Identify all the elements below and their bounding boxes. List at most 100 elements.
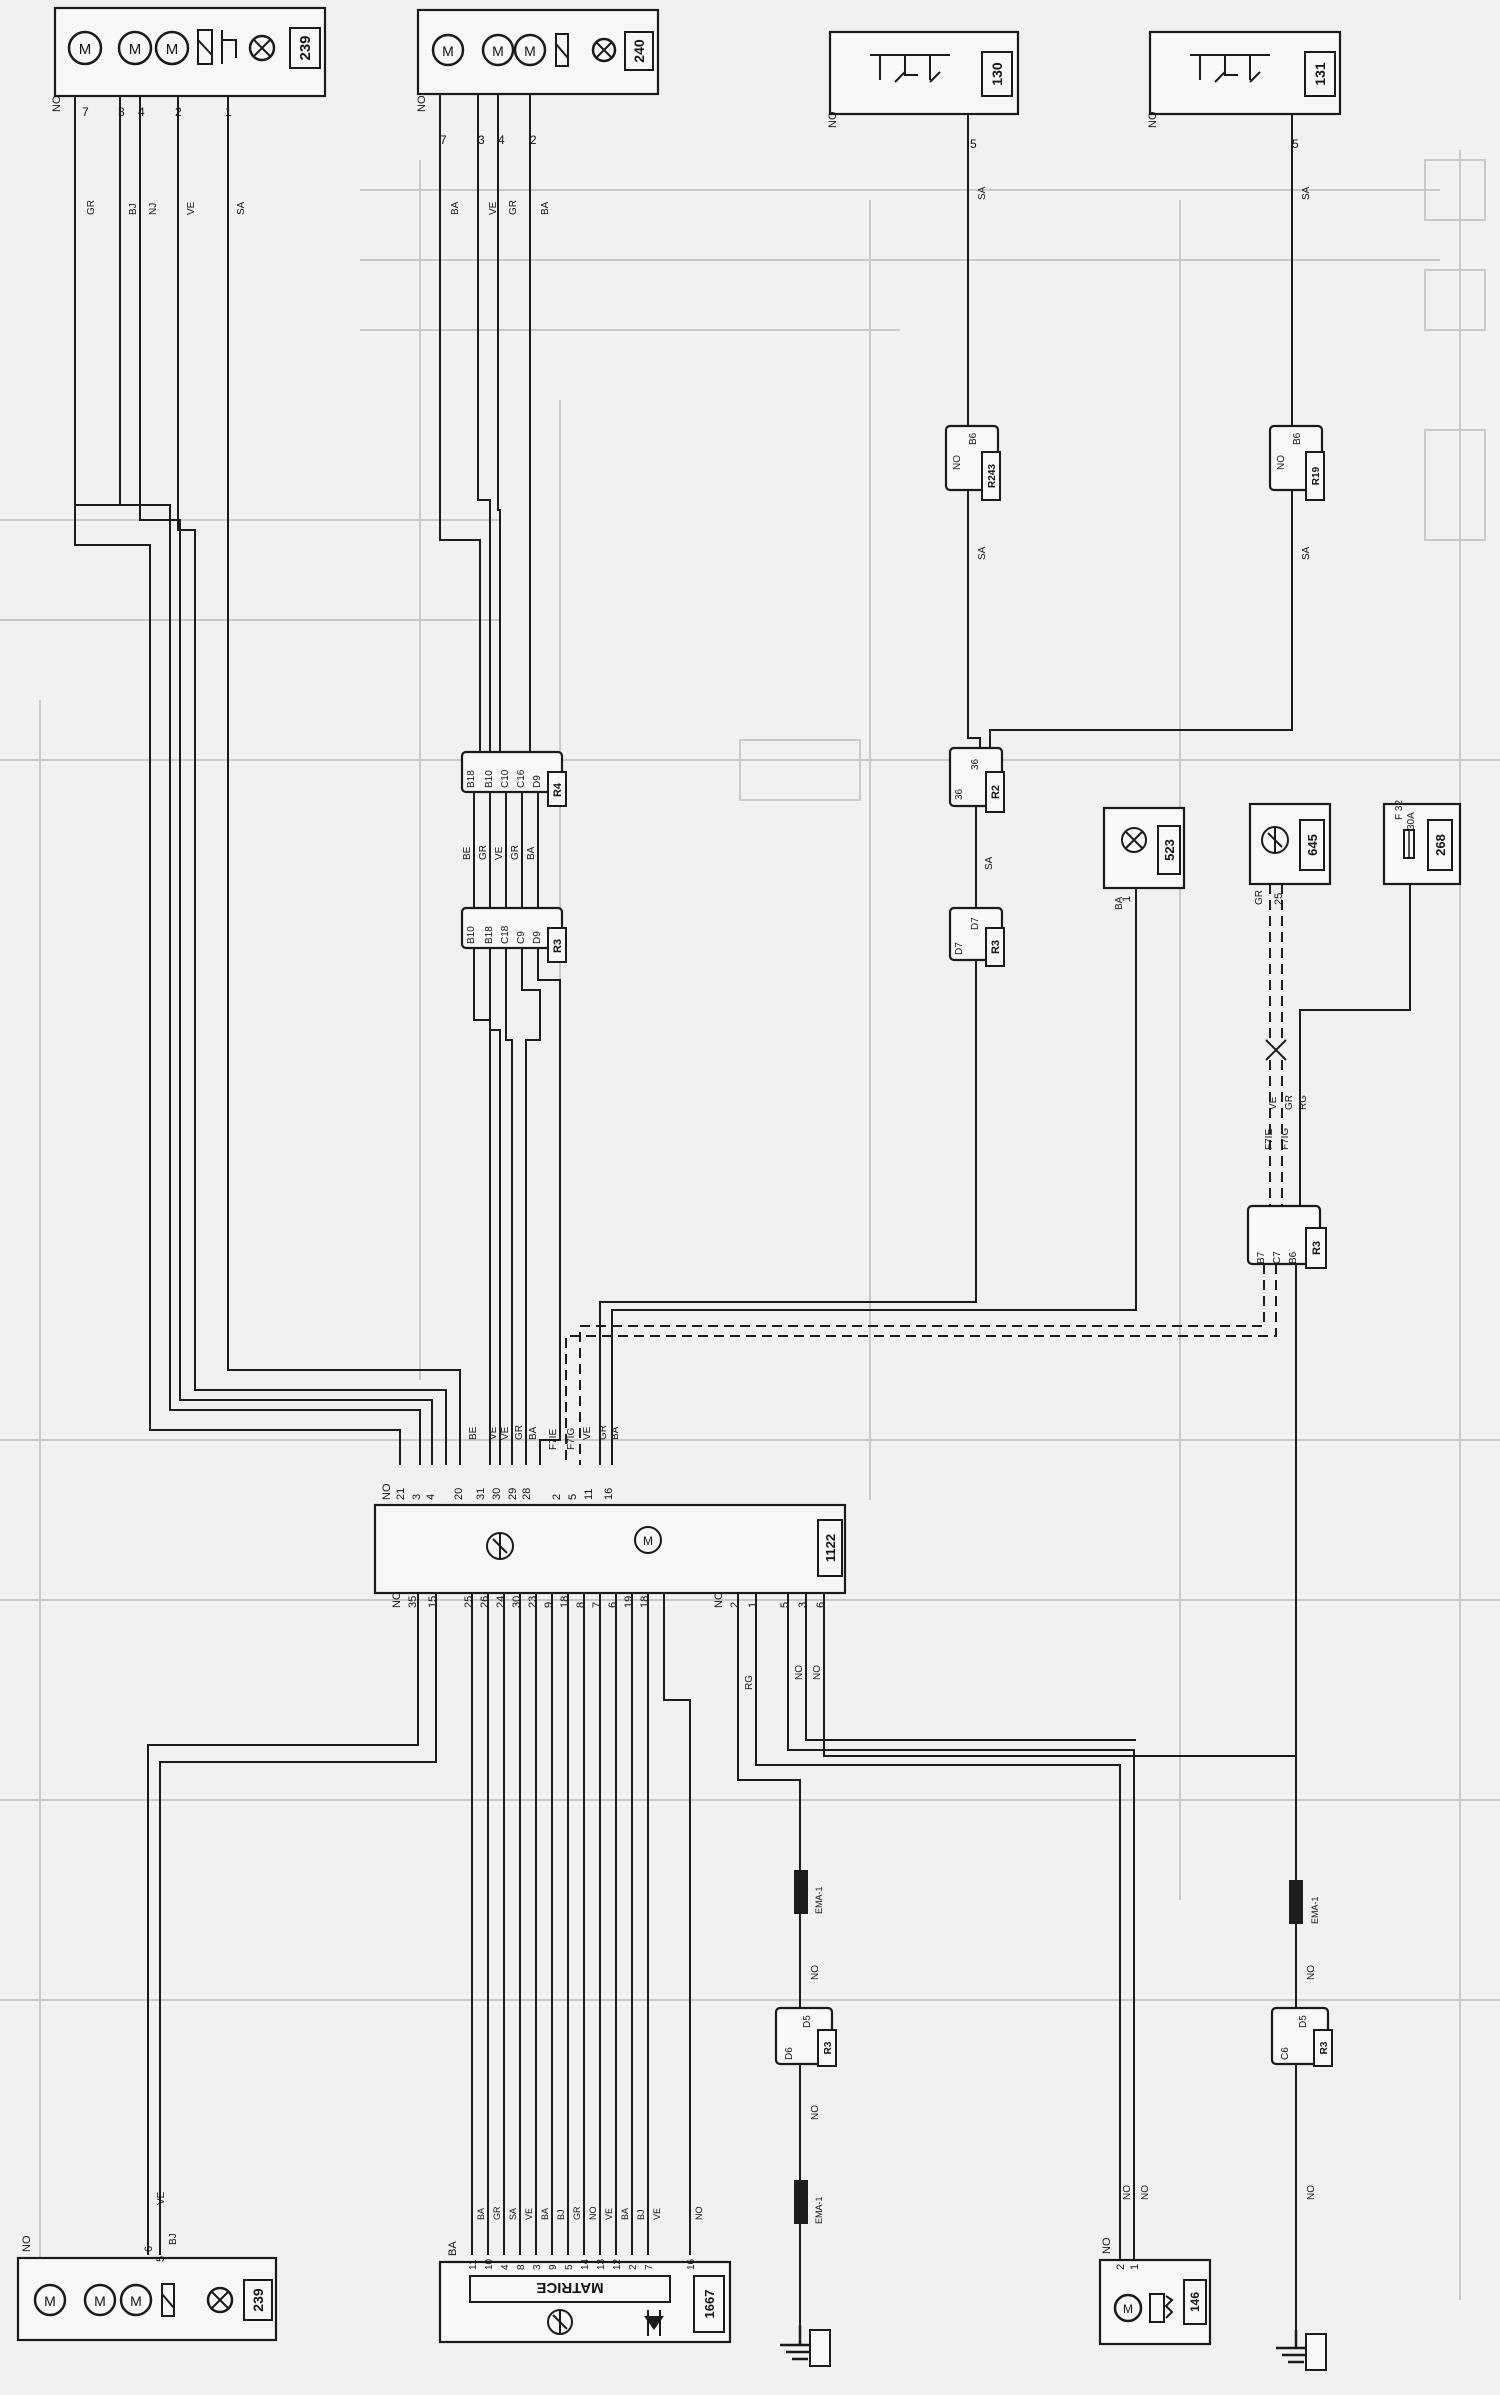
wire-color-label: RG [1298,1095,1309,1110]
pin-label-ba: BA [447,2241,459,2256]
connector-pin: C9 [516,931,527,944]
connector-r19: R19 B6 NO [1268,424,1325,501]
pin-label: 6 [607,1602,619,1608]
ground-icon [780,2325,831,2367]
pin-label: 2 [530,133,537,147]
wire-color-label: F7IG [566,1428,577,1450]
svg-text:M: M [643,1534,653,1548]
transistor-icon [1261,826,1289,854]
matrice-title: MATRICE [536,2279,603,2296]
motor-icon: M [33,2283,67,2317]
wire-color-label: VE [1268,1096,1279,1110]
connector-pin: B7 [1256,1251,1267,1264]
motor-icon: M [634,1526,662,1554]
pin-label: 8 [516,2264,527,2270]
wire-color-label: GR [1254,890,1265,905]
sleeve-marker [794,2180,808,2224]
wires-r4-r3: BE GR VE GR BA [462,792,539,908]
pin-label: 20 [453,1488,465,1500]
earth-branch-left: EMA-1 R3 D5 D6 EMA-1 NO NO [774,1870,837,2367]
wire-color-label: NO [694,2207,704,2221]
pin-label-no: NO [381,1483,393,1500]
pin-label: 7 [644,2264,655,2270]
connector-label: R3 [990,940,1002,954]
pin-label: 14 [580,2258,591,2270]
pin-label: 5 [567,1494,579,1500]
wire-color-label: GR [492,2206,502,2220]
pin-label-no: NO [51,95,63,112]
wires-r3-right-to-ecu [565,1264,1297,2040]
pin-label: 13 [596,2258,607,2270]
wire-color-label: BA [540,2208,550,2220]
pin-label: 24 [495,1596,507,1608]
wire-color-label: BA [476,2208,486,2220]
wire-color-label: NO [1306,1965,1317,1980]
svg-text:M: M [492,43,504,59]
component-146: NO 2 1 M 146 [1098,2237,1212,2346]
pin-label: 10 [484,2258,495,2270]
wires-130-131: SA SA [967,114,1312,428]
connector-pin: D5 [802,2015,813,2028]
pin-label: 18 [559,1596,571,1608]
wire-color-label: BA [620,2208,630,2220]
pin-label: 2 [551,1494,563,1500]
motor-icon: M [513,33,547,67]
wire-color-label: BA [526,846,537,860]
svg-text:M: M [442,43,454,59]
component-ref-523: 523 [1162,839,1177,861]
pin-label: 19 [623,1596,635,1608]
wire-color-label: F7IG [1280,1128,1291,1150]
wire-color-label: SA [977,546,988,560]
relay-icon [1149,2293,1174,2323]
connector-pin: C6 [1280,2047,1291,2060]
component-523: 523 1 [1102,806,1186,902]
motor-icon: M [67,30,103,66]
pin-label: 23 [527,1596,539,1608]
wire-color-label: BJ [636,2209,646,2220]
wire-523-to-ecu [611,888,1137,1465]
wire-color-label: VE [500,1426,511,1440]
wires-ecu-right: RG NO NO NO NO [737,1593,1296,2260]
pin-label: 25 [1273,893,1285,905]
ground-icon [1276,2330,1327,2371]
wire-color-label: SA [508,2208,518,2220]
component-268: 268 F 32 30A [1382,800,1462,886]
wire-color-label: BA [610,1426,621,1440]
svg-text:M: M [524,43,536,59]
connector-pin: NO [1276,455,1287,470]
component-131: 131 NO 5 [1147,30,1342,151]
wires-r3-ecu [473,948,561,1465]
svg-text:M: M [166,41,179,58]
connector-pin: B18 [484,926,495,944]
wires-r243-r19-r2: SA SA [967,490,1312,750]
wires-r2-r3: SA [975,806,995,908]
pin-label: 12 [612,2258,623,2270]
wire-color-label: GR [598,1425,609,1440]
wires-ecu-239-bottom: VE BJ [147,1593,437,2255]
connector-label: R2 [990,785,1002,799]
wire-color-label: BA [1114,896,1125,910]
pin-label: 29 [507,1488,519,1500]
pin-label-no: NO [391,1591,403,1608]
wire-color-label: F7IE [1264,1129,1275,1150]
connector-pin: NO [952,455,963,470]
svg-text:M: M [129,41,142,58]
pin-label: 28 [521,1488,533,1500]
pin-label: 2 [729,1602,741,1608]
wires-240: BA VE GR BA [439,94,551,760]
lamp-icon [1121,827,1147,853]
wire-color-label: GR [510,845,521,860]
connector-r4: R4 B18 B10 C10 C16 D9 [460,750,567,807]
motor-icon: M [154,30,190,66]
wire-color-label: NO [1306,2185,1317,2200]
pin-label: 9 [543,1602,555,1608]
component-645: 645 25 [1248,802,1332,905]
wire-color-label: VE [488,1426,499,1440]
pin-label: 5 [564,2264,575,2270]
wire-color-label: BA [540,201,551,215]
pin-label: 7 [82,105,89,119]
pin-label: 1 [747,1602,759,1608]
wire-color-label: GR [514,1425,525,1440]
wire-color-label: BJ [168,2233,179,2245]
